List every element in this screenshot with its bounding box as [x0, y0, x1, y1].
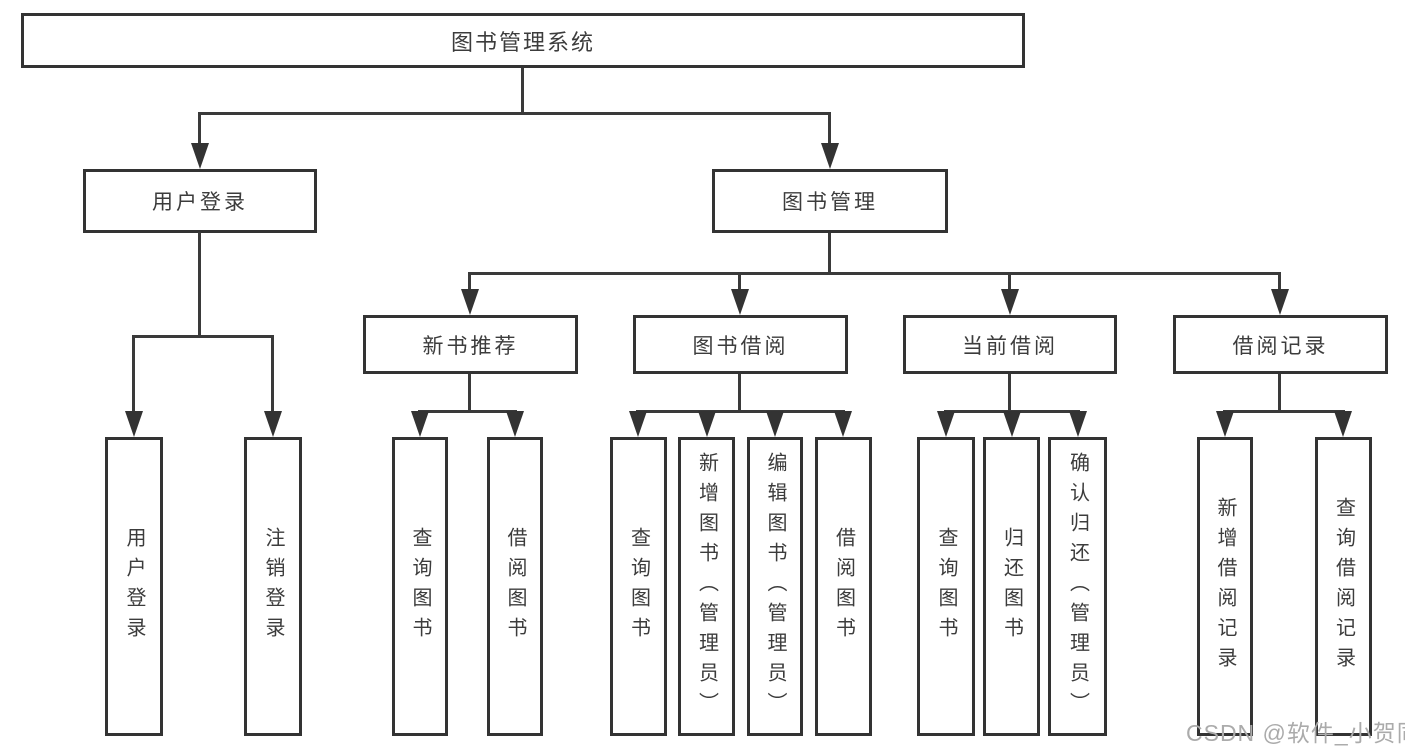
leaf-current-return-books: 归还图书	[983, 437, 1040, 736]
leaf-newbooks-borrow-books-label: 借阅图书	[504, 526, 526, 647]
leaf-borrowing-edit-books-admin-label: 编辑图书（管理员）	[764, 451, 786, 722]
leaf-borrowing-query-books-label: 查询图书	[627, 526, 650, 647]
connector-line	[1278, 374, 1281, 413]
node-borrowing-records: 借阅记录	[1173, 315, 1388, 374]
watermark: CSDN @软件_小贺同学	[1186, 720, 1405, 746]
connector-line	[636, 410, 845, 413]
leaf-current-confirm-return-admin: 确认归还（管理员）	[1048, 437, 1107, 736]
leaf-borrowing-add-books-admin: 新增图书（管理员）	[678, 437, 735, 736]
arrow-down-icon	[1003, 411, 1021, 437]
connector-line	[198, 232, 201, 338]
arrow-down-icon	[411, 411, 429, 437]
arrow-down-icon	[731, 289, 749, 315]
connector-line	[132, 335, 274, 338]
leaf-newbooks-query-books: 查询图书	[392, 437, 448, 736]
leaf-current-query-books: 查询图书	[917, 437, 975, 736]
arrow-down-icon	[1271, 289, 1289, 315]
leaf-borrowing-borrow-books-label: 借阅图书	[832, 526, 855, 647]
connector-line	[1278, 272, 1281, 292]
leaf-logout: 注销登录	[244, 437, 302, 736]
connector-line	[468, 272, 471, 292]
connector-line	[418, 410, 517, 413]
connector-line	[198, 112, 201, 145]
node-book-borrowing: 图书借阅	[633, 315, 848, 374]
arrow-down-icon	[766, 411, 784, 437]
leaf-logout-label: 注销登录	[262, 526, 284, 647]
connector-line	[271, 335, 274, 411]
connector-line	[468, 374, 471, 413]
arrow-down-icon	[506, 411, 524, 437]
node-library-system-label: 图书管理系统	[450, 29, 595, 55]
leaf-borrowing-borrow-books: 借阅图书	[815, 437, 872, 736]
connector-line	[1008, 374, 1011, 413]
connector-line	[1008, 272, 1011, 292]
arrow-down-icon	[1001, 289, 1019, 315]
node-borrowing-records-label: 借阅记录	[1232, 334, 1329, 358]
leaf-current-confirm-return-admin-label: 确认归还（管理员）	[1066, 451, 1089, 722]
leaf-newbooks-query-books-label: 查询图书	[409, 526, 431, 647]
arrow-down-icon	[1334, 411, 1352, 437]
leaf-user-login: 用户登录	[105, 437, 163, 736]
node-library-system: 图书管理系统	[21, 13, 1025, 68]
connector-line	[828, 112, 831, 145]
connector-line	[132, 335, 135, 411]
node-book-management-label: 图书管理	[782, 191, 878, 214]
connector-line	[738, 374, 741, 413]
leaf-records-query-record-label: 查询借阅记录	[1332, 496, 1355, 677]
leaf-current-query-books-label: 查询图书	[935, 526, 957, 647]
connector-line	[521, 68, 524, 115]
arrow-down-icon	[834, 411, 852, 437]
arrow-down-icon	[264, 411, 282, 437]
connector-line	[1223, 410, 1345, 413]
arrow-down-icon	[125, 411, 143, 437]
arrow-down-icon	[629, 411, 647, 437]
leaf-records-query-record: 查询借阅记录	[1315, 437, 1372, 736]
leaf-records-add-record-label: 新增借阅记录	[1214, 496, 1236, 677]
arrow-down-icon	[191, 143, 209, 169]
leaf-borrowing-add-books-admin-label: 新增图书（管理员）	[695, 451, 718, 722]
node-book-borrowing-label: 图书借阅	[692, 334, 789, 358]
leaf-user-login-label: 用户登录	[123, 526, 145, 647]
connector-line	[828, 233, 831, 275]
node-current-borrowing: 当前借阅	[903, 315, 1117, 374]
leaf-newbooks-borrow-books: 借阅图书	[487, 437, 543, 736]
arrow-down-icon	[461, 289, 479, 315]
node-new-book-recommend-label: 新书推荐	[422, 334, 519, 358]
node-current-borrowing-label: 当前借阅	[962, 334, 1058, 358]
node-user-login-label: 用户登录	[152, 191, 248, 214]
arrow-down-icon	[698, 411, 716, 437]
connector-line	[468, 272, 1281, 275]
leaf-borrowing-edit-books-admin: 编辑图书（管理员）	[747, 437, 803, 736]
arrow-down-icon	[821, 143, 839, 169]
node-user-login: 用户登录	[83, 169, 317, 233]
leaf-current-return-books-label: 归还图书	[1000, 526, 1023, 647]
leaf-records-add-record: 新增借阅记录	[1197, 437, 1253, 736]
arrow-down-icon	[937, 411, 955, 437]
connector-line	[738, 272, 741, 292]
arrow-down-icon	[1216, 411, 1234, 437]
node-book-management: 图书管理	[712, 169, 948, 233]
node-new-book-recommend: 新书推荐	[363, 315, 578, 374]
leaf-borrowing-query-books: 查询图书	[610, 437, 667, 736]
connector-line	[198, 112, 831, 115]
arrow-down-icon	[1069, 411, 1087, 437]
